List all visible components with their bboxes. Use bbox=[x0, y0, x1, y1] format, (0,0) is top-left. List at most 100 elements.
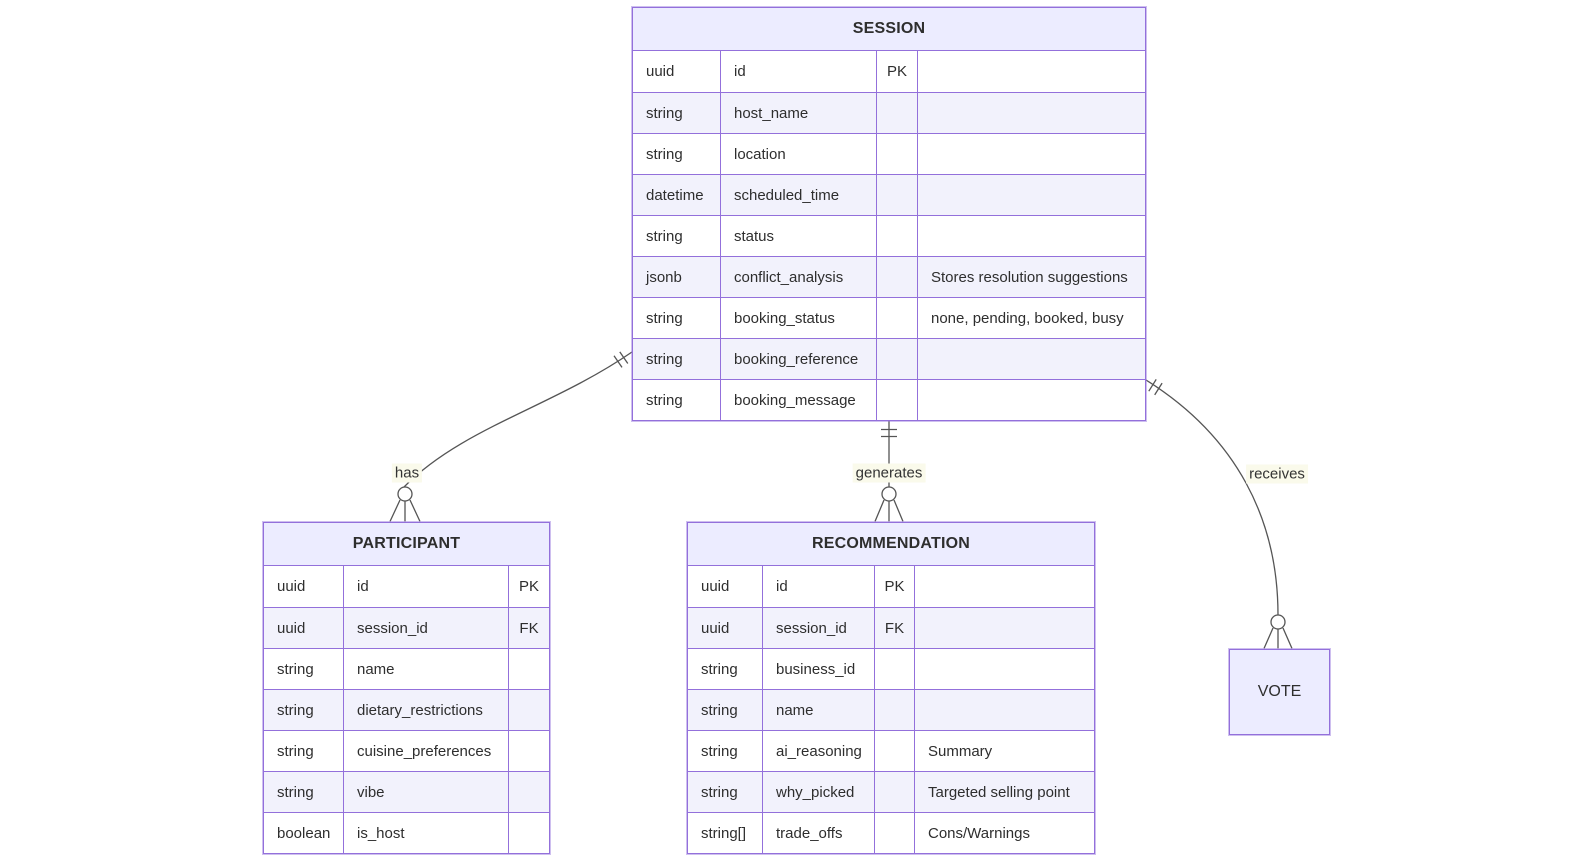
attr-name-cell: dietary_restrictions bbox=[344, 689, 509, 730]
attr-type-cell: datetime bbox=[633, 174, 721, 215]
attr-comment-cell bbox=[918, 215, 1145, 256]
attr-type-cell: uuid bbox=[633, 51, 721, 92]
attr-name-cell: booking_status bbox=[721, 297, 877, 338]
attr-key-cell bbox=[877, 92, 918, 133]
attr-key-cell: PK bbox=[875, 566, 915, 607]
attr-type-cell: string bbox=[633, 297, 721, 338]
table-row: string cuisine_preferences bbox=[264, 730, 549, 771]
attr-type-cell: uuid bbox=[688, 566, 763, 607]
crow-foot-marker-generates bbox=[874, 499, 904, 522]
attr-comment-cell bbox=[918, 92, 1145, 133]
relationship-label-receives: receives bbox=[1246, 464, 1308, 484]
table-row: string name bbox=[688, 689, 1094, 730]
attr-comment-cell bbox=[918, 174, 1145, 215]
attr-name-cell: host_name bbox=[721, 92, 877, 133]
attr-key-cell bbox=[509, 648, 549, 689]
zero-circle-marker-receives bbox=[1270, 614, 1286, 630]
table-row: string why_picked Targeted selling point bbox=[688, 771, 1094, 812]
attr-name-cell: conflict_analysis bbox=[721, 256, 877, 297]
table-row: jsonb conflict_analysis Stores resolutio… bbox=[633, 256, 1145, 297]
attr-type-cell: string bbox=[633, 133, 721, 174]
attr-name-cell: name bbox=[344, 648, 509, 689]
table-row: uuid id PK bbox=[264, 566, 549, 607]
attr-key-cell bbox=[875, 689, 915, 730]
attr-comment-cell bbox=[915, 689, 1094, 730]
entity-title-recommendation: RECOMMENDATION bbox=[688, 523, 1094, 566]
attr-key-cell: PK bbox=[518, 578, 539, 595]
attr-type-cell: string bbox=[633, 215, 721, 256]
attr-name-cell: trade_offs bbox=[763, 812, 875, 853]
attr-key-cell bbox=[875, 730, 915, 771]
attr-key-cell: FK bbox=[509, 607, 549, 648]
table-row: string dietary_restrictions bbox=[264, 689, 549, 730]
attr-name-cell: booking_message bbox=[721, 379, 877, 420]
zero-circle-marker-generates bbox=[881, 486, 897, 502]
attr-type-cell: string bbox=[264, 648, 344, 689]
attr-type-cell: jsonb bbox=[633, 256, 721, 297]
table-row: uuid id PK bbox=[633, 51, 1145, 92]
attr-comment-cell: Cons/Warnings bbox=[915, 812, 1094, 853]
attr-name-cell: id bbox=[344, 566, 509, 607]
table-row: string booking_message bbox=[633, 379, 1145, 420]
attr-key-cell bbox=[877, 379, 918, 420]
attr-name-cell: session_id bbox=[763, 607, 875, 648]
cardinality-one-marker-generates bbox=[881, 428, 897, 438]
relationship-line-has bbox=[403, 351, 633, 488]
attr-name-cell: booking_reference bbox=[721, 338, 877, 379]
crow-foot-marker-has bbox=[389, 499, 421, 522]
attr-comment-cell: Summary bbox=[915, 730, 1094, 771]
entity-title-session: SESSION bbox=[633, 8, 1145, 51]
attr-name-cell: location bbox=[721, 133, 877, 174]
table-row: string booking_reference bbox=[633, 338, 1145, 379]
attr-name-cell: cuisine_preferences bbox=[344, 730, 509, 771]
attr-key-cell bbox=[877, 256, 918, 297]
attr-name-cell: scheduled_time bbox=[721, 174, 877, 215]
attr-comment-cell: none, pending, booked, busy bbox=[918, 297, 1145, 338]
attr-name-cell: id bbox=[721, 51, 877, 92]
table-row: string[] trade_offs Cons/Warnings bbox=[688, 812, 1094, 853]
attr-comment-cell bbox=[918, 133, 1145, 174]
table-row: string name bbox=[264, 648, 549, 689]
entity-title-vote: VOTE bbox=[1257, 683, 1302, 700]
entity-vote: VOTE bbox=[1229, 649, 1330, 735]
table-row: uuid session_id FK bbox=[264, 607, 549, 648]
attr-type-cell: string bbox=[688, 730, 763, 771]
relationship-label-generates: generates bbox=[852, 463, 926, 483]
crow-foot-marker-receives bbox=[1263, 627, 1293, 649]
table-row: string booking_status none, pending, boo… bbox=[633, 297, 1145, 338]
attr-comment-cell bbox=[915, 607, 1094, 648]
attr-type-cell: string bbox=[633, 338, 721, 379]
relationship-line-receives bbox=[1145, 379, 1279, 616]
attr-key-cell bbox=[875, 812, 915, 853]
attr-key-cell bbox=[509, 771, 549, 812]
table-row: uuid id PK bbox=[688, 566, 1094, 607]
attr-name-cell: status bbox=[721, 215, 877, 256]
attr-type-cell: string bbox=[633, 379, 721, 420]
attr-type-cell: string bbox=[264, 771, 344, 812]
attr-comment-cell: Stores resolution suggestions bbox=[918, 256, 1145, 297]
table-row: uuid session_id FK bbox=[688, 607, 1094, 648]
attr-key-cell bbox=[509, 730, 549, 771]
attr-comment-cell bbox=[918, 51, 1145, 92]
attr-comment-cell bbox=[918, 379, 1145, 420]
attr-name-cell: business_id bbox=[763, 648, 875, 689]
attr-name-cell: is_host bbox=[344, 812, 509, 853]
entity-recommendation: RECOMMENDATION uuid id PK uuid session_i… bbox=[687, 522, 1095, 854]
attr-name-cell: ai_reasoning bbox=[763, 730, 875, 771]
attr-type-cell: string bbox=[633, 92, 721, 133]
entity-title-participant: PARTICIPANT bbox=[264, 523, 549, 566]
attr-type-cell: boolean bbox=[264, 812, 344, 853]
attr-type-cell: string bbox=[688, 771, 763, 812]
table-row: string vibe bbox=[264, 771, 549, 812]
attr-type-cell: uuid bbox=[264, 566, 344, 607]
zero-circle-marker-has bbox=[397, 486, 413, 502]
attr-type-cell: uuid bbox=[688, 607, 763, 648]
attr-name-cell: session_id bbox=[344, 607, 509, 648]
table-row: string ai_reasoning Summary bbox=[688, 730, 1094, 771]
attr-key-cell bbox=[877, 215, 918, 256]
table-row: string location bbox=[633, 133, 1145, 174]
attr-type-cell: string bbox=[264, 730, 344, 771]
attr-type-cell: string[] bbox=[688, 812, 763, 853]
attr-name-cell: vibe bbox=[344, 771, 509, 812]
